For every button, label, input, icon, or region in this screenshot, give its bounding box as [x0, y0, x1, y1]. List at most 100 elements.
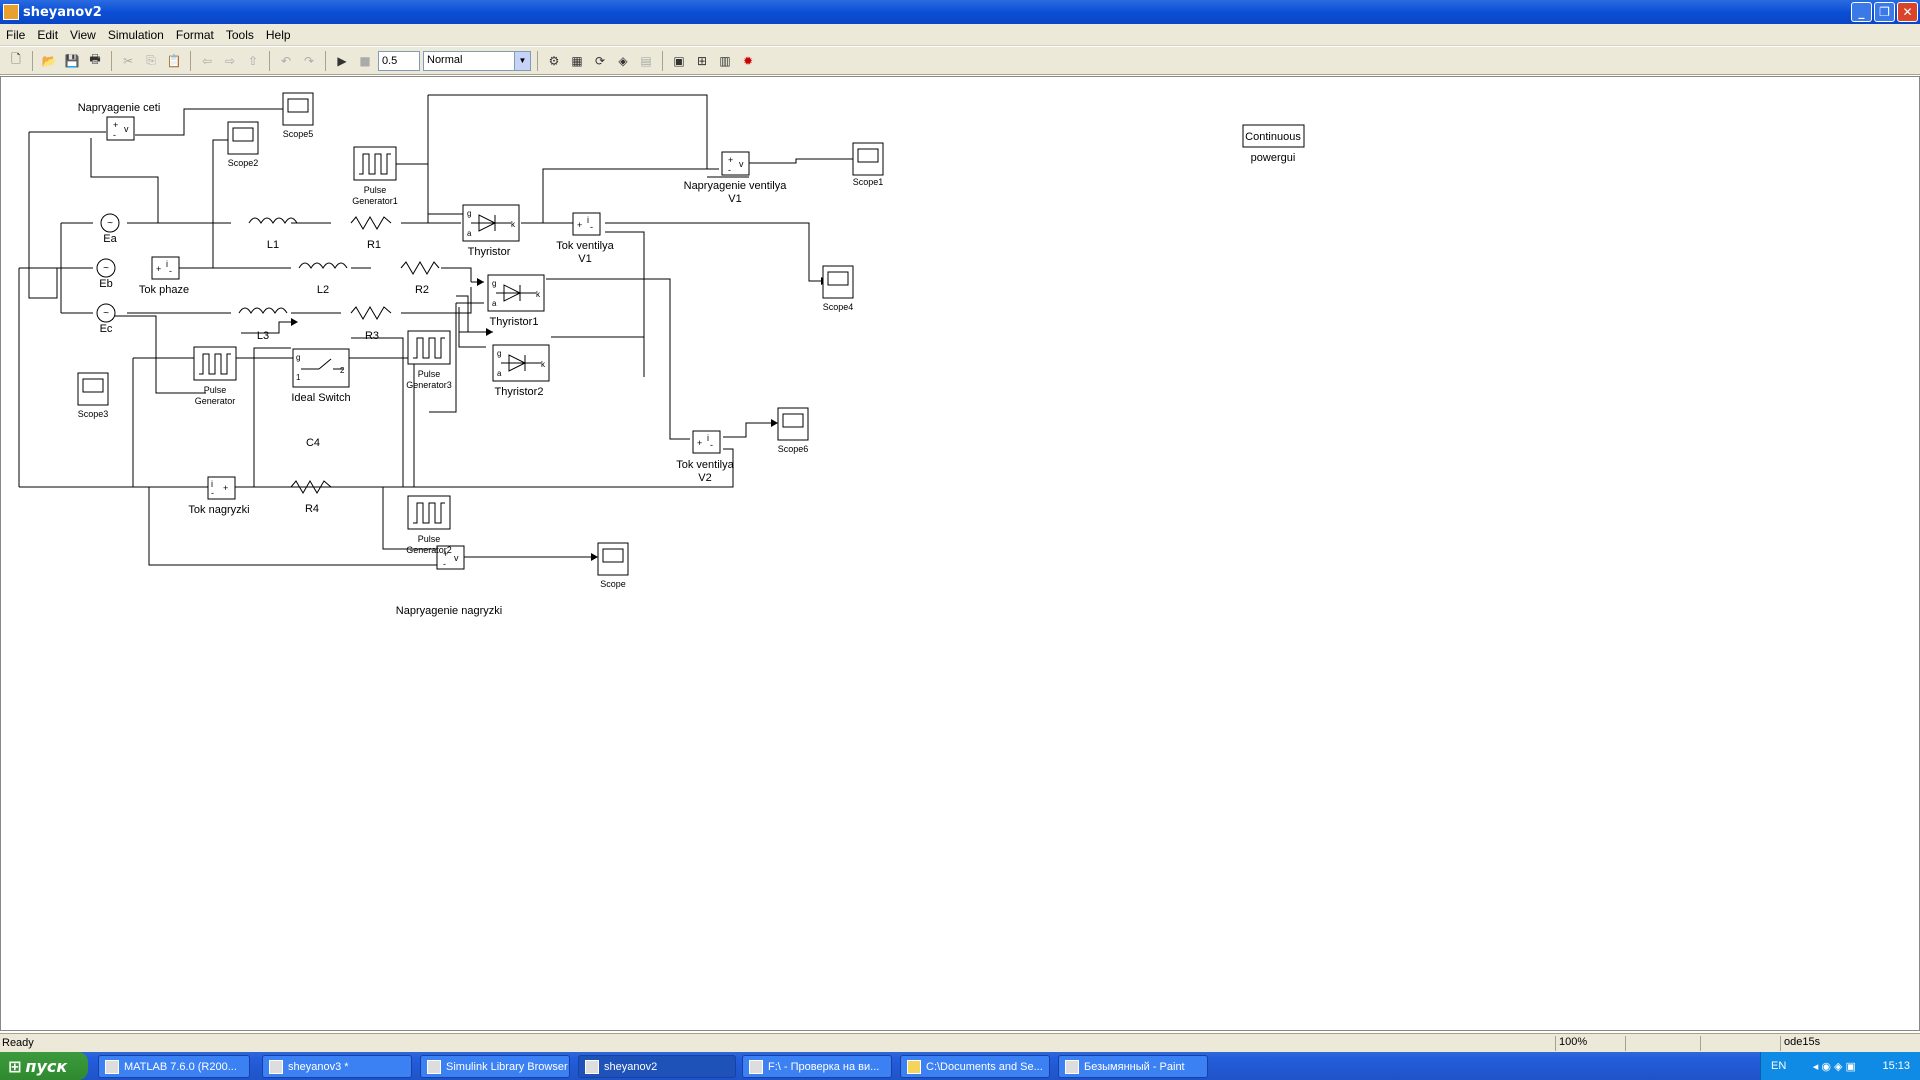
- source-ea[interactable]: ~ Ea: [100, 213, 120, 245]
- current-meter-nagryzki[interactable]: i-+ Tok nagryzki: [188, 476, 250, 516]
- block-label-tok-v1-b: V1: [578, 253, 591, 265]
- taskbar-item-sheyanov3[interactable]: sheyanov3 *: [262, 1055, 412, 1078]
- debug-icon[interactable]: ✹: [742, 53, 754, 68]
- model-advisor-icon[interactable]: ◈: [618, 53, 628, 68]
- scope-block[interactable]: Scope: [597, 542, 629, 589]
- library-browser-icon[interactable]: ▣: [673, 53, 685, 68]
- resistor-r4[interactable]: R4: [290, 480, 332, 515]
- thyristor-block[interactable]: gak Thyristor: [462, 204, 520, 258]
- open-icon[interactable]: 📂: [41, 53, 57, 68]
- stop-simulation-icon[interactable]: ■: [359, 53, 371, 68]
- new-icon[interactable]: 🗋: [11, 52, 21, 66]
- source-eb[interactable]: ~ Eb: [96, 258, 116, 290]
- menu-simulation[interactable]: Simulation: [107, 27, 164, 42]
- pulse-generator-block[interactable]: Pulse Generator: [193, 346, 237, 406]
- block-label-pulse-gen2-a: Pulse: [418, 534, 441, 544]
- menu-view[interactable]: View: [70, 27, 96, 42]
- svg-text:~: ~: [103, 308, 109, 319]
- inductor-l2[interactable]: L2: [298, 262, 348, 296]
- resistor-r3[interactable]: R3: [350, 306, 392, 342]
- taskbar-item-library-browser[interactable]: Simulink Library Browser: [420, 1055, 570, 1078]
- scope6-block[interactable]: Scope6: [777, 407, 809, 454]
- copy-icon[interactable]: ⎘: [146, 53, 156, 67]
- block-label-pulse-gen2-b: Generator2: [406, 545, 452, 555]
- paste-icon[interactable]: 📋: [166, 53, 182, 68]
- current-meter-v2[interactable]: +i- Tok ventilya V2: [676, 430, 735, 484]
- svg-text:v: v: [454, 553, 459, 563]
- simulation-mode-select[interactable]: Normal ▼: [423, 50, 531, 71]
- ideal-switch-block[interactable]: g12 Ideal Switch: [291, 348, 351, 404]
- resistor-r1[interactable]: R1: [350, 216, 392, 251]
- sim-target-icon[interactable]: ▤: [640, 53, 652, 68]
- scope1-block[interactable]: Scope1: [852, 142, 884, 187]
- scope4-block[interactable]: Scope4: [822, 265, 854, 312]
- block-label-r2: R2: [415, 284, 429, 296]
- forward-icon[interactable]: ⇨: [224, 53, 236, 68]
- taskbar-item-paint[interactable]: Безымянный - Paint: [1058, 1055, 1208, 1078]
- toolbar: 🗋 📂 💾 🖶 ✂ ⎘ 📋 ⇦ ⇨ ⇧ ↶ ↷ ▶ ■ Normal ▼ ⚙ ▦…: [0, 47, 1920, 75]
- model-explorer-icon[interactable]: ⊞: [696, 53, 708, 68]
- block-label-tok-v1-a: Tok ventilya: [556, 240, 614, 252]
- maximize-button[interactable]: ❐: [1874, 2, 1895, 22]
- menu-tools[interactable]: Tools: [225, 27, 254, 42]
- voltage-meter-ceti[interactable]: +-v Napryagenie ceti: [78, 102, 161, 141]
- thyristor1-block[interactable]: gak Thyristor1: [487, 274, 545, 328]
- taskbar-item-explorer[interactable]: C:\Documents and Se...: [900, 1055, 1050, 1078]
- resistor-r2[interactable]: R2: [400, 261, 440, 296]
- menu-format[interactable]: Format: [175, 27, 214, 42]
- block-label-l3: L3: [257, 330, 269, 342]
- taskbar-item-matlab[interactable]: MATLAB 7.6.0 (R200...: [98, 1055, 250, 1078]
- minimize-button[interactable]: _: [1851, 2, 1872, 22]
- pulse-generator2-block[interactable]: Pulse Generator2: [406, 495, 452, 555]
- build-icon[interactable]: ⚙: [548, 53, 560, 68]
- source-ec[interactable]: ~ Ec: [96, 303, 116, 335]
- simulation-mode-value: Normal: [427, 53, 463, 66]
- pulse-generator1-block[interactable]: Pulse Generator1: [352, 146, 398, 206]
- scope3-block[interactable]: Scope3: [77, 372, 109, 419]
- menu-help[interactable]: Help: [265, 27, 291, 42]
- pulse-generator3-block[interactable]: Pulse Generator3: [406, 330, 452, 390]
- voltage-meter-v1[interactable]: +-v Napryagenie ventilya V1: [684, 151, 788, 205]
- menu-edit[interactable]: Edit: [37, 27, 59, 42]
- block-label-pulse-gen-a: Pulse: [204, 385, 227, 395]
- undo-icon[interactable]: ↶: [280, 53, 292, 68]
- print-icon[interactable]: 🖶: [89, 52, 101, 66]
- language-indicator[interactable]: EN: [1771, 1060, 1787, 1072]
- svg-text:+: +: [697, 438, 702, 448]
- paint-icon: [1065, 1059, 1079, 1074]
- update-diagram-icon[interactable]: ▦: [571, 53, 583, 68]
- svg-text:-: -: [443, 559, 446, 569]
- inductor-l3[interactable]: L3: [238, 307, 288, 342]
- close-button[interactable]: ✕: [1897, 2, 1918, 22]
- debugger-icon[interactable]: ▥: [719, 53, 731, 68]
- block-label-napr-v1-b: V1: [728, 193, 741, 205]
- library-icon: [427, 1059, 441, 1074]
- block-label-napr-ceti: Napryagenie ceti: [78, 102, 161, 114]
- save-icon[interactable]: 💾: [64, 53, 80, 68]
- refresh-icon[interactable]: ⟳: [594, 53, 606, 68]
- svg-text:k: k: [541, 360, 546, 369]
- block-label-r3: R3: [365, 330, 379, 342]
- powergui-block[interactable]: Continuous powergui: [1242, 124, 1305, 164]
- taskbar-item-antivirus[interactable]: F:\ - Проверка на ви...: [742, 1055, 892, 1078]
- back-icon[interactable]: ⇦: [201, 53, 213, 68]
- voltage-meter-nagryzki[interactable]: +-v Napryagenie nagryzki: [396, 545, 502, 617]
- up-icon[interactable]: ⇧: [247, 53, 259, 68]
- thyristor2-block[interactable]: gak Thyristor2: [492, 344, 550, 398]
- start-simulation-icon[interactable]: ▶: [337, 53, 347, 68]
- menu-file[interactable]: File: [6, 27, 26, 42]
- matlab-icon: [105, 1059, 119, 1074]
- redo-icon[interactable]: ↷: [303, 53, 315, 68]
- current-meter-v1[interactable]: +i- Tok ventilya V1: [556, 212, 615, 265]
- current-meter-phaze[interactable]: +i- Tok phaze: [139, 256, 189, 296]
- model-canvas[interactable]: ~ Ea ~ Eb ~ Ec L1 L2 L3 R1 R2 R3 R4 C4 +…: [0, 76, 1920, 1031]
- cut-icon[interactable]: ✂: [122, 53, 134, 68]
- scope5-block[interactable]: Scope5: [282, 92, 314, 139]
- scope2-block[interactable]: Scope2: [227, 121, 259, 168]
- block-label-pulse-gen-b: Generator: [195, 396, 236, 406]
- stop-time-input[interactable]: [378, 50, 420, 71]
- start-button[interactable]: ⊞пуск: [0, 1052, 88, 1080]
- inductor-l1[interactable]: L1: [248, 217, 298, 251]
- svg-text:a: a: [497, 369, 502, 378]
- taskbar-item-sheyanov2[interactable]: sheyanov2: [578, 1055, 736, 1078]
